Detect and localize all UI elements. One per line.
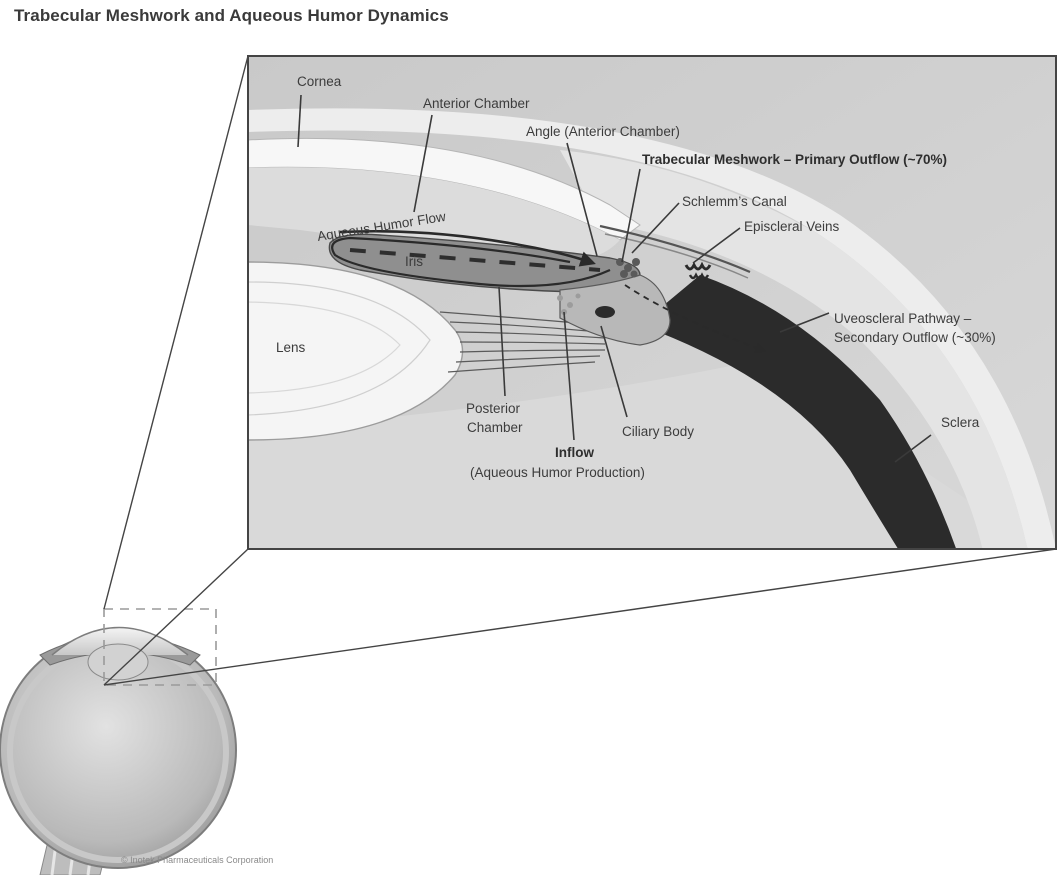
eyeball-lens	[88, 644, 148, 680]
label-episcleral-veins: Episcleral Veins	[744, 219, 840, 234]
label-posterior-line1: Posterior	[466, 401, 521, 416]
label-inflow-sub: (Aqueous Humor Production)	[470, 465, 645, 480]
label-schlemms-canal: Schlemm’s Canal	[682, 194, 787, 209]
label-posterior-line2: Chamber	[467, 420, 523, 435]
label-uveoscleral-line2: Secondary Outflow (~30%)	[834, 330, 996, 345]
copyright-credit: © Inotek Pharmaceuticals Corporation	[121, 855, 273, 865]
label-lens: Lens	[276, 340, 306, 355]
label-cornea: Cornea	[297, 74, 342, 89]
label-anterior-chamber: Anterior Chamber	[423, 96, 530, 111]
label-sclera: Sclera	[941, 415, 980, 430]
label-uveoscleral-line1: Uveoscleral Pathway –	[834, 311, 972, 326]
eyeball-overview	[0, 609, 236, 875]
label-iris: Iris	[405, 254, 423, 269]
label-trabecular-meshwork: Trabecular Meshwork – Primary Outflow (~…	[642, 152, 947, 167]
label-inflow: Inflow	[555, 445, 594, 460]
label-angle: Angle (Anterior Chamber)	[526, 124, 680, 139]
label-ciliary-body: Ciliary Body	[622, 424, 694, 439]
